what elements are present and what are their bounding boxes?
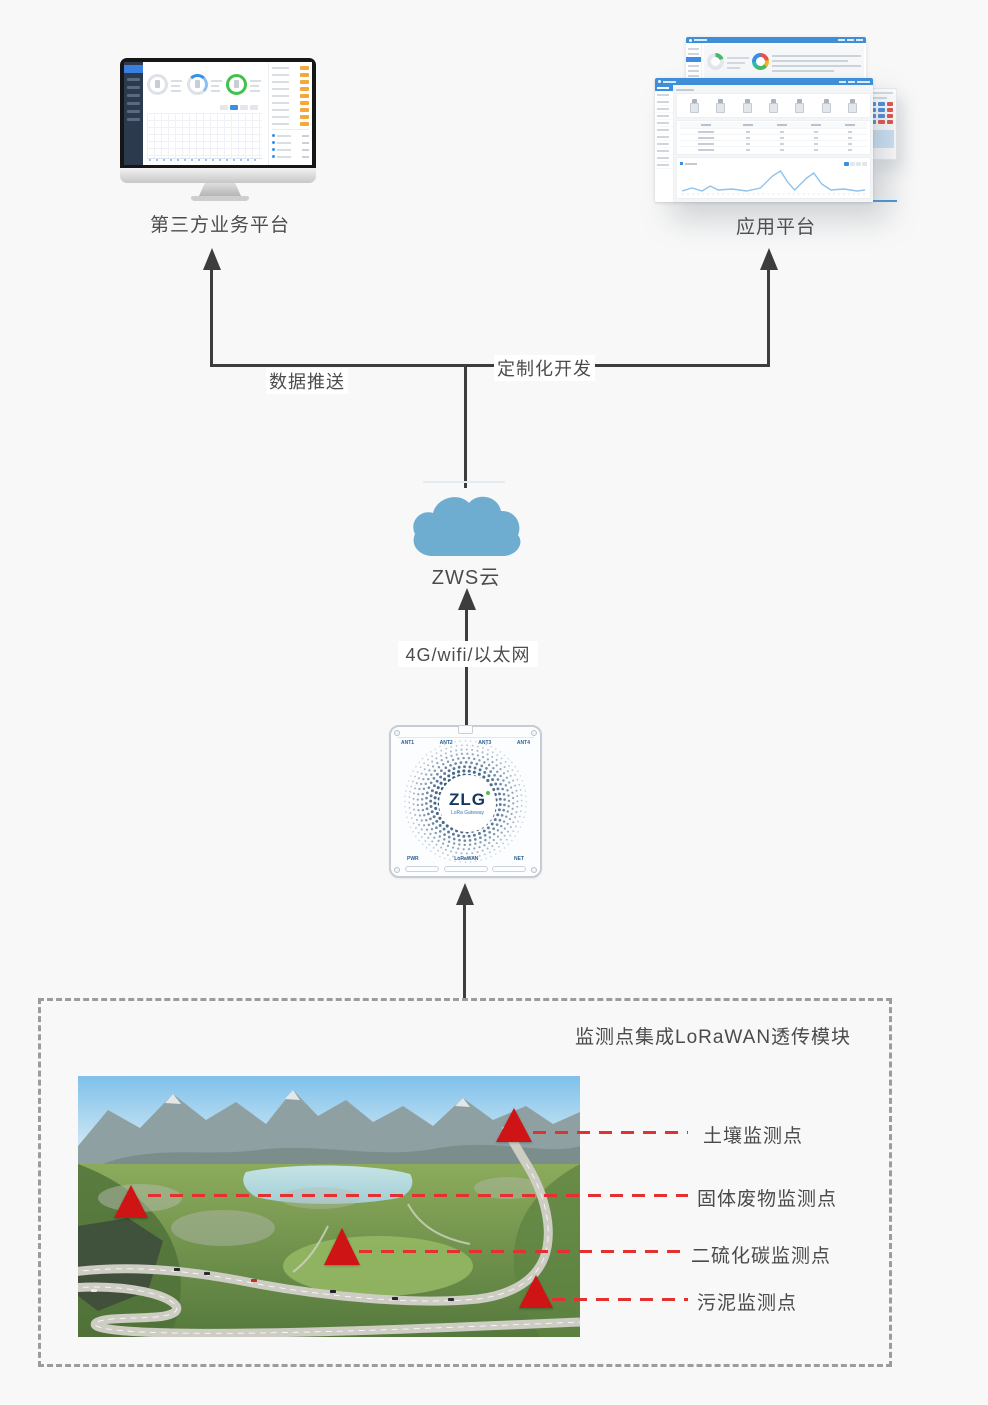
sidebar-item-active bbox=[124, 65, 143, 73]
gauge-row bbox=[147, 66, 266, 102]
edge-right-vertical bbox=[767, 268, 770, 367]
monitor-stand bbox=[199, 183, 241, 196]
sensor-icon bbox=[689, 98, 699, 113]
sensor-icon bbox=[716, 98, 726, 113]
connector-cs2 bbox=[359, 1250, 683, 1253]
device-seam bbox=[397, 737, 534, 738]
screw-icon bbox=[394, 730, 400, 736]
monitor-chin bbox=[120, 168, 316, 183]
marker-cs2 bbox=[324, 1228, 360, 1265]
arrowhead-to-app-platform bbox=[760, 248, 778, 270]
connector-sludge bbox=[552, 1298, 688, 1301]
radial-dot-pattern bbox=[404, 740, 527, 863]
uplink-label: 4G/wifi/以太网 bbox=[398, 641, 538, 667]
marker-sludge bbox=[519, 1275, 553, 1308]
gauge-green bbox=[226, 73, 248, 95]
donut-chart-multi bbox=[752, 53, 769, 70]
edge-cloud-up bbox=[464, 364, 467, 488]
app-window-back bbox=[686, 37, 866, 85]
lorawan-gateway-device: ANT1 ANT2 ANT3 ANT4 ZLG LoRa Gateway PWR… bbox=[389, 725, 542, 878]
window-content bbox=[674, 85, 873, 202]
sensor-icon bbox=[821, 98, 831, 113]
point-label-cs2: 二硫化碳监测点 bbox=[691, 1246, 832, 1267]
panel-card bbox=[869, 130, 894, 148]
sensor-icon bbox=[795, 98, 805, 113]
cars bbox=[91, 1268, 454, 1301]
sensor-icon bbox=[768, 98, 778, 113]
marker-soil bbox=[496, 1108, 532, 1142]
chart-toolbar bbox=[147, 102, 266, 112]
line-chart-card bbox=[676, 157, 871, 199]
zone-uplink-line bbox=[463, 903, 466, 998]
overview-cards bbox=[704, 45, 864, 78]
point-label-soil: 土壤监测点 bbox=[703, 1126, 804, 1147]
device-bottom-slots bbox=[405, 866, 526, 872]
zws-cloud-icon bbox=[406, 484, 524, 560]
status-cell-grid bbox=[867, 99, 896, 127]
third-party-platform-label: 第三方业务平台 bbox=[149, 215, 290, 236]
screw-icon bbox=[531, 867, 537, 873]
line-chart bbox=[681, 170, 866, 195]
device-icon-row bbox=[676, 93, 871, 118]
point-label-solid-waste: 固体废物监测点 bbox=[697, 1189, 838, 1210]
dashboard-sidebar bbox=[124, 62, 143, 165]
connector-solid-waste bbox=[148, 1194, 688, 1197]
logo-green-dot bbox=[486, 791, 490, 795]
marker-solid-waste bbox=[114, 1185, 148, 1218]
status-port-labels: PWR LoRaWAN NET bbox=[407, 856, 524, 862]
app-platform-label: 应用平台 bbox=[735, 217, 816, 238]
gauge-gray bbox=[147, 73, 168, 95]
window-header bbox=[686, 37, 866, 43]
logo-icon bbox=[658, 80, 661, 83]
custom-dev-label: 定制化开发 bbox=[494, 355, 595, 381]
zlg-logo: ZLG bbox=[449, 791, 490, 808]
screw-icon bbox=[394, 867, 400, 873]
connector-soil bbox=[533, 1131, 688, 1134]
monitor-base bbox=[191, 196, 249, 201]
donut-chart-green bbox=[707, 53, 724, 70]
window-sidebar bbox=[655, 85, 674, 202]
monitoring-zone-box bbox=[38, 998, 892, 1367]
zlg-logo-subtext: LoRa Gateway bbox=[450, 810, 485, 816]
app-window-front bbox=[655, 78, 873, 202]
dashboard-main bbox=[143, 62, 268, 165]
alarm-panel bbox=[268, 62, 312, 165]
point-label-sludge: 污泥监测点 bbox=[697, 1293, 798, 1314]
arrowhead-to-cloud bbox=[458, 588, 476, 610]
data-table bbox=[676, 120, 871, 155]
screw-icon bbox=[531, 730, 537, 736]
antenna-port-labels: ANT1 ANT2 ANT3 ANT4 bbox=[401, 740, 530, 746]
cloud-highlight bbox=[423, 481, 505, 483]
zlg-logo-core: ZLG LoRa Gateway bbox=[439, 775, 496, 832]
zone-title: 监测点集成LoRaWAN透传模块 bbox=[575, 1027, 852, 1048]
edge-horizontal bbox=[210, 364, 770, 367]
window-header bbox=[655, 78, 873, 85]
window-sidebar bbox=[686, 43, 702, 80]
arrowhead-to-gateway bbox=[456, 883, 474, 905]
gauge-blue bbox=[186, 73, 208, 95]
logo-icon bbox=[689, 38, 692, 42]
dashboard-screen bbox=[124, 62, 312, 165]
roads bbox=[78, 1124, 580, 1337]
dashboard-chart bbox=[147, 113, 262, 161]
sensor-icon bbox=[848, 98, 858, 113]
third-party-platform-monitor bbox=[120, 58, 316, 168]
legend-swatch bbox=[680, 162, 683, 165]
edge-left-vertical bbox=[210, 268, 213, 367]
device-top-notch bbox=[458, 726, 473, 734]
zws-cloud-label: ZWS云 bbox=[431, 567, 501, 589]
sensor-icon bbox=[742, 98, 752, 113]
arrowhead-to-third-party bbox=[203, 248, 221, 270]
data-push-label: 数据推送 bbox=[266, 368, 348, 394]
